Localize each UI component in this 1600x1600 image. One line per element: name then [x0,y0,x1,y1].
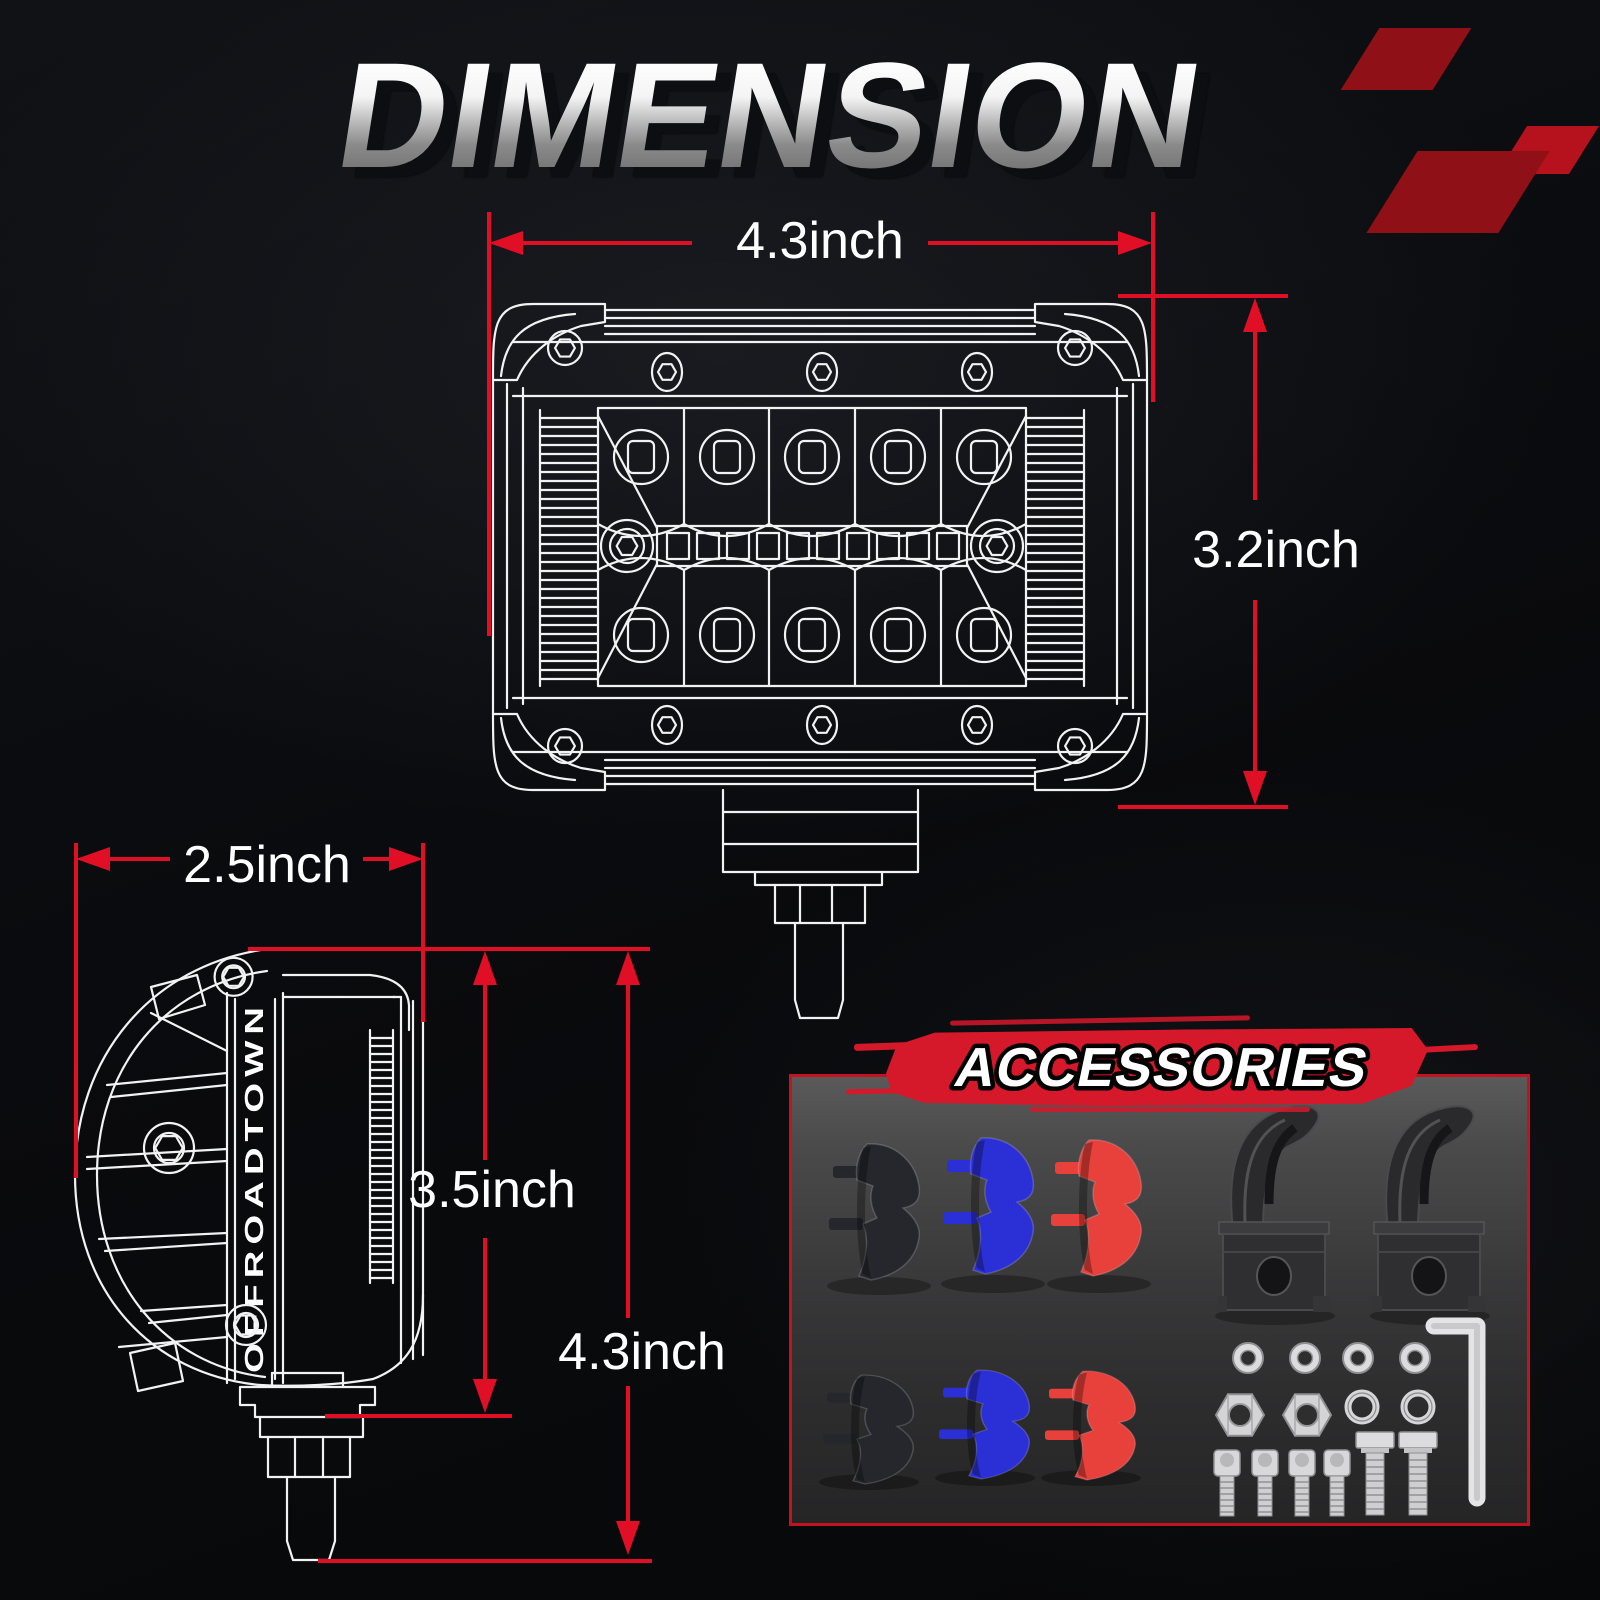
lock-washer-icon [1404,1393,1432,1421]
cover-red-icon [1050,1139,1143,1277]
cover-black-icon [828,1143,921,1281]
flat-washer-icon [1232,1342,1264,1374]
hex-bolt-icon [601,520,653,572]
cover-blue-icon [942,1137,1035,1275]
cover-blue-icon [938,1369,1031,1480]
hex-bolt-icon [144,1123,194,1173]
side-heatsink-fins [370,1038,393,1278]
hex-bolt-icon [1355,1431,1395,1516]
flat-washer-icon [1289,1342,1321,1374]
accessories-items [819,1074,1524,1517]
accessories-title-text: ACCESSORIES [950,1037,1374,1098]
socket-bolt-icon [1251,1449,1279,1517]
led-strip [657,526,967,566]
socket-bolt-icon [1323,1449,1351,1517]
flat-washer-icon [1399,1342,1431,1374]
heatsink-fins-right [1026,418,1084,679]
page-title-text: DIMENSION [228,31,1312,199]
flag-decor-icon [1340,28,1472,90]
flag-decor-icon [1366,151,1550,233]
brush-streak [1030,1107,1310,1112]
cover-black-icon [822,1374,915,1485]
side-total-height-label: 4.3inch [558,1323,726,1381]
socket-bolt-icon [1288,1449,1316,1517]
hex-nut-icon [1282,1393,1332,1437]
hex-bolt-icon [213,956,254,997]
mounting-stud [723,790,918,1018]
hex-nut-icon [1215,1393,1265,1437]
cover-red-icon [1044,1370,1137,1481]
mounting-stud [240,1373,375,1560]
accessories-title: ACCESSORIES [945,1032,1378,1102]
flat-washer-icon [1342,1342,1374,1374]
hex-bolt-icon [1398,1431,1438,1516]
side-view-drawing: OFFROADTOWN [55,935,465,1590]
front-view-drawing [491,288,1149,1028]
allen-wrench-icon [1425,1317,1486,1507]
lock-washer-icon [1348,1393,1376,1421]
socket-bolt-icon [1213,1449,1241,1517]
heatsink-fins-left [540,418,598,679]
accessories-banner [886,1028,1428,1106]
brand-text: OFFROADTOWN [239,1001,269,1373]
page-title: DIMENSION DIMENSION [240,31,1300,209]
side-body-height-label: 3.5inch [408,1161,576,1219]
mounting-bracket-icon [1372,1106,1486,1312]
front-width-label: 4.3inch [736,212,904,270]
hex-bolt-icon [971,520,1023,572]
hex-bolt-icon [226,1305,266,1345]
mounting-bracket-icon [1217,1106,1331,1312]
side-depth-label: 2.5inch [183,836,351,894]
front-height-label: 3.2inch [1192,521,1360,579]
